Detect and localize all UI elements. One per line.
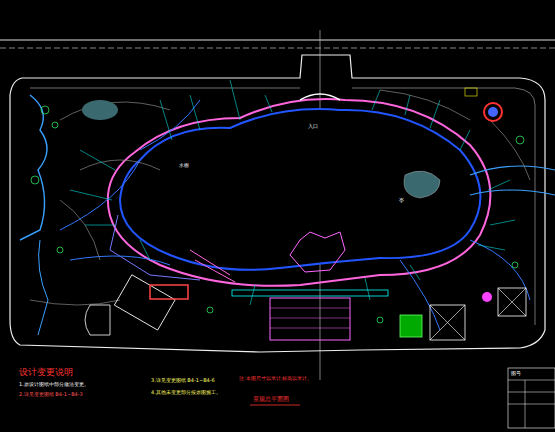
- place-label: 亭: [398, 198, 405, 204]
- place-label: 入口: [307, 124, 319, 130]
- note-line: 注:本图尺寸以米计,标高以米计。: [238, 376, 313, 382]
- note-heading: 设计变更说明: [18, 368, 74, 378]
- note-line: 3.详见变更图纸 B4-1~B4-6: [150, 378, 216, 384]
- place-label: 水榭: [178, 163, 190, 169]
- table-cell: 图号: [510, 371, 522, 377]
- note-line: 1.原设计图纸中部分做法变更。: [18, 382, 90, 388]
- note-line: 2.详见变更图纸 B4-1~B4-3: [18, 392, 84, 398]
- drawing-title: 景观总平面图: [252, 396, 290, 403]
- note-line: 4.其他未变更部分按原图施工。: [150, 390, 222, 396]
